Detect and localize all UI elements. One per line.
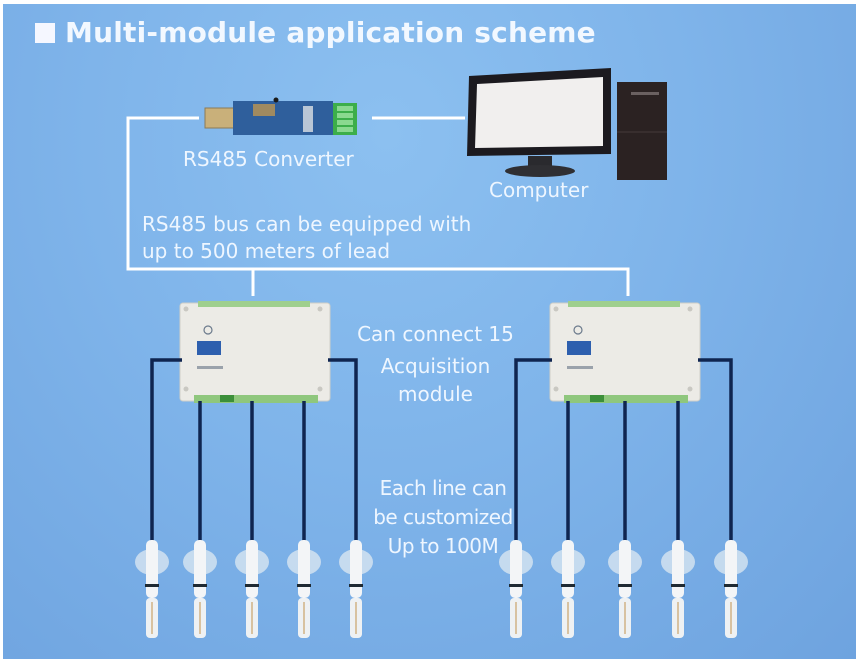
bottom-terminal-strip bbox=[194, 395, 318, 403]
sensor-probe bbox=[714, 540, 748, 638]
converter-board bbox=[233, 101, 333, 135]
bus-note-line-2: up to 500 meters of lead bbox=[142, 239, 391, 263]
bullet-square-icon bbox=[35, 22, 55, 43]
sensor-probe bbox=[135, 540, 169, 638]
model-text bbox=[197, 366, 223, 369]
connector bbox=[220, 395, 234, 402]
modules-note-line-2: Acquisition bbox=[380, 354, 491, 378]
probe-body bbox=[510, 540, 522, 598]
sensor-probe bbox=[499, 540, 533, 638]
probe-body bbox=[350, 540, 362, 598]
probe-body bbox=[672, 540, 684, 598]
converter-label: RS485 Converter bbox=[183, 147, 354, 171]
monitor-base bbox=[505, 165, 575, 177]
probe-ring bbox=[193, 584, 207, 587]
sensor-probe bbox=[661, 540, 695, 638]
model-badge bbox=[197, 341, 221, 355]
probe-ring bbox=[145, 584, 159, 587]
computer-device bbox=[467, 68, 667, 180]
probe-ring bbox=[509, 584, 523, 587]
sensor-probe bbox=[608, 540, 642, 638]
line-note-line-3: Up to 100M bbox=[387, 534, 499, 558]
probe-ring bbox=[618, 584, 632, 587]
sensor-probe bbox=[551, 540, 585, 638]
modules-note-line-3: module bbox=[398, 382, 473, 406]
diagram-graphics bbox=[126, 68, 748, 638]
sensor-cable bbox=[514, 358, 552, 542]
probe-body bbox=[298, 540, 310, 598]
model-text bbox=[567, 366, 593, 369]
sensor-probe bbox=[235, 540, 269, 638]
probe-ring bbox=[349, 584, 363, 587]
diagram-canvas: Multi-module application scheme bbox=[3, 4, 856, 659]
screw bbox=[687, 306, 693, 312]
monitor-neck bbox=[528, 156, 552, 168]
screw bbox=[317, 386, 323, 392]
probe-ring bbox=[561, 584, 575, 587]
top-terminal-strip bbox=[568, 301, 680, 307]
probe-body bbox=[725, 540, 737, 598]
model-badge bbox=[567, 341, 591, 355]
brand-logo-icon bbox=[203, 325, 213, 335]
sensor-group bbox=[135, 358, 748, 638]
screw bbox=[317, 306, 323, 312]
sensor-cable bbox=[328, 358, 358, 542]
brand-logo-icon bbox=[573, 325, 583, 335]
probe-body bbox=[619, 540, 631, 598]
screw bbox=[183, 306, 189, 312]
screw bbox=[553, 306, 559, 312]
screw bbox=[687, 386, 693, 392]
bus-wire-converter-left bbox=[126, 116, 630, 296]
pc-tower bbox=[617, 82, 667, 180]
top-terminal-strip bbox=[198, 301, 310, 307]
acquisition-module-2 bbox=[549, 301, 701, 403]
bus-note-line-1: RS485 bus can be equipped with bbox=[142, 212, 472, 236]
probe-body bbox=[246, 540, 258, 598]
probe-ring bbox=[245, 584, 259, 587]
screw bbox=[553, 386, 559, 392]
line-note-line-2: be customized bbox=[373, 505, 513, 529]
sensor-probe bbox=[339, 540, 373, 638]
probe-body bbox=[562, 540, 574, 598]
probe-ring bbox=[671, 584, 685, 587]
sensor-cable bbox=[150, 358, 182, 542]
connector bbox=[590, 395, 604, 402]
screw bbox=[183, 386, 189, 392]
sensor-probe bbox=[183, 540, 217, 638]
probe-body bbox=[146, 540, 158, 598]
rs485-bus-wires bbox=[126, 116, 630, 296]
usb-plug bbox=[204, 107, 236, 129]
probe-ring bbox=[724, 584, 738, 587]
probe-body bbox=[194, 540, 206, 598]
page-title: Multi-module application scheme bbox=[35, 16, 596, 49]
bottom-terminal-strip bbox=[564, 395, 688, 403]
probe-ring bbox=[297, 584, 311, 587]
line-note-line-1: Each line can bbox=[379, 476, 507, 500]
acquisition-module-1 bbox=[179, 301, 331, 403]
sensor-cable bbox=[698, 358, 733, 542]
sensor-probe bbox=[287, 540, 321, 638]
modules-note-line-1: Can connect 15 bbox=[357, 322, 514, 346]
monitor-screen bbox=[475, 77, 603, 148]
computer-label: Computer bbox=[489, 178, 589, 202]
rs485-converter-device bbox=[204, 97, 357, 135]
